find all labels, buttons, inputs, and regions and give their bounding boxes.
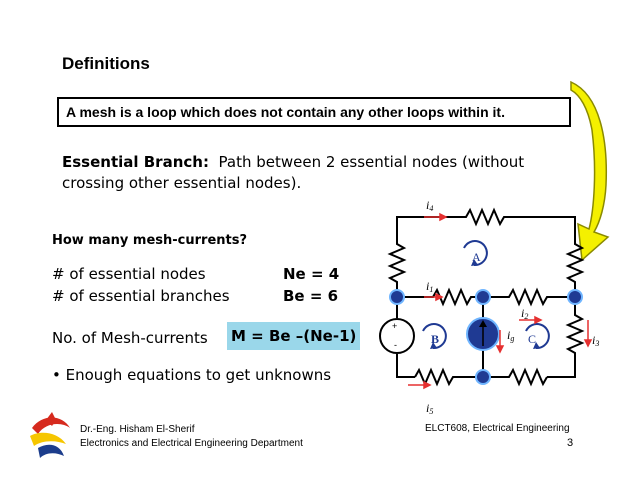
i5-label: i	[426, 401, 429, 415]
voltage-source-icon	[379, 318, 415, 354]
essential-branch-text-line2: crossing other essential nodes).	[62, 174, 302, 192]
slide-title: Definitions	[62, 54, 150, 73]
essential-node-icons	[389, 289, 583, 385]
page-number: 3	[567, 437, 574, 449]
i1-subscript: 1	[429, 285, 433, 294]
ig-label: i	[507, 328, 510, 342]
mesh-question: How many mesh-currents?	[52, 233, 248, 248]
footer-department: Electronics and Electrical Engineering D…	[80, 438, 303, 449]
mesh-b-arrow-icon	[422, 323, 447, 350]
footer-author: Dr.-Eng. Hisham El-Sherif	[80, 424, 195, 435]
bullet-point: • Enough equations to get unknowns	[52, 366, 332, 384]
mesh-a-label: A	[472, 250, 481, 264]
definition-box: A mesh is a loop which does not contain …	[57, 97, 571, 127]
source-minus-sign: -	[394, 340, 397, 350]
essential-branch-label: Essential Branch:	[62, 153, 209, 171]
footer-left: Dr.-Eng. Hisham El-Sherif Electronics an…	[80, 423, 303, 451]
svg-text:ig: ig	[507, 328, 514, 343]
svg-text:i3: i3	[592, 333, 599, 348]
svg-text:i2: i2	[521, 306, 528, 321]
i5-subscript: 5	[429, 407, 433, 416]
i3-label: i	[592, 333, 595, 347]
mesh-c-label: C	[528, 332, 536, 346]
essential-nodes-value: Ne = 4	[283, 265, 340, 283]
i4-label: i	[426, 198, 429, 212]
mesh-currents-label: No. of Mesh-currents	[52, 329, 208, 347]
svg-text:i5: i5	[426, 401, 433, 416]
i1-label: i	[426, 279, 429, 293]
i2-label: i	[521, 306, 524, 320]
source-plus-sign: +	[392, 321, 397, 331]
svg-text:i1: i1	[426, 279, 433, 294]
essential-branches-label: # of essential branches	[52, 287, 230, 305]
i3-subscript: 3	[594, 339, 599, 348]
essential-nodes-label: # of essential nodes	[52, 265, 206, 283]
ig-subscript: g	[510, 334, 514, 343]
essential-branch-definition: Essential Branch: Path between 2 essenti…	[62, 152, 524, 194]
mesh-a-arrow-icon	[463, 240, 488, 267]
essential-branch-text-line1: Path between 2 essential nodes (without	[218, 153, 525, 171]
i2-subscript: 2	[524, 312, 528, 321]
mesh-c-arrow-icon	[525, 323, 550, 350]
essential-branches-value: Be = 6	[283, 287, 339, 305]
mesh-b-label: B	[431, 332, 439, 346]
i4-subscript: 4	[429, 204, 433, 213]
footer-course: ELCT608, Electrical Engineering	[425, 423, 570, 434]
svg-text:i4: i4	[426, 198, 433, 213]
mesh-formula-highlight: M = Be –(Ne-1)	[227, 322, 361, 350]
